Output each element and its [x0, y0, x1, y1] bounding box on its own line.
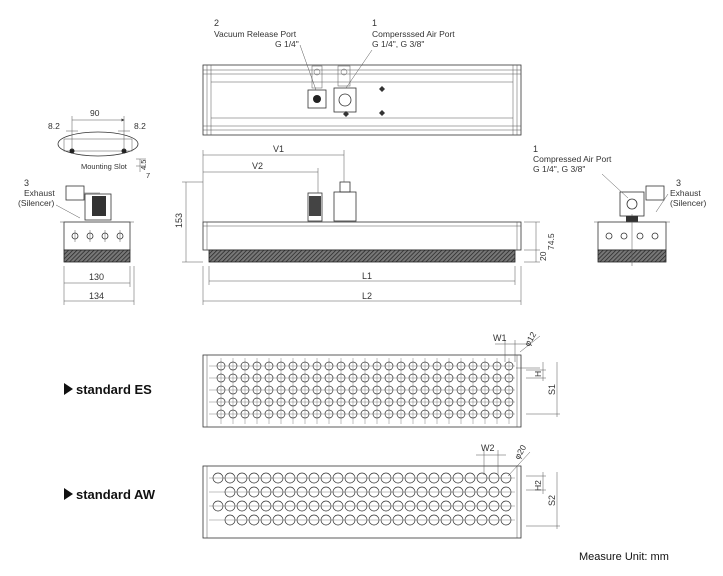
es-hole-grid: [209, 358, 515, 424]
exhaust-left-number: 3: [24, 178, 29, 188]
dim-V1: V1: [273, 144, 284, 154]
compressed-port-top-size: G 1/4", G 3/8": [372, 39, 424, 49]
exhaust-left-name: Exhaust: [24, 188, 55, 198]
aw-hole-grid: [209, 472, 515, 526]
exhaust-right-name: Exhaust: [670, 188, 701, 198]
aw-plate: [202, 450, 560, 539]
dim-8-2-left: 8.2: [48, 121, 60, 131]
dim-H: H: [533, 371, 543, 377]
dim-90: 90: [90, 108, 100, 118]
compressed-port-right-size: G 1/4", G 3/8": [533, 164, 585, 174]
compressed-port-top-number: 1: [372, 18, 377, 28]
compressed-port-right-number: 1: [533, 144, 538, 154]
dim-74-5: 74.5: [546, 233, 556, 250]
standard-aw-text: standard AW: [76, 487, 156, 502]
exhaust-right-number: 3: [676, 178, 681, 188]
dim-134: 134: [89, 291, 104, 301]
dim-20: 20: [538, 251, 548, 261]
front-view: [182, 150, 540, 305]
dim-phi20: φ20: [512, 443, 528, 461]
dim-130: 130: [89, 272, 104, 282]
vacuum-port-size: G 1/4": [275, 39, 299, 49]
measure-unit: Measure Unit: mm: [579, 551, 669, 563]
exhaust-left-sub: (Silencer): [18, 198, 55, 208]
dim-7: 7: [146, 171, 150, 180]
top-view: [202, 44, 522, 136]
dim-S1: S1: [547, 384, 557, 395]
vacuum-port-name: Vacuum Release Port: [214, 29, 297, 39]
dim-S2: S2: [547, 495, 557, 506]
dim-L1: L1: [362, 271, 372, 281]
dim-phi12: φ12: [522, 330, 538, 348]
mounting-slot-detail: [57, 116, 146, 172]
vacuum-port-number: 2: [214, 18, 219, 28]
dim-H2: H2: [533, 480, 543, 491]
dim-V2: V2: [252, 161, 263, 171]
right-side-view: [594, 185, 670, 266]
compressed-port-right-name: Compressed Air Port: [533, 154, 612, 164]
exhaust-right-sub: (Silencer): [670, 198, 707, 208]
dim-153: 153: [174, 213, 184, 228]
standard-es-label: standard ES: [64, 382, 152, 397]
vacuum-release-port: [307, 89, 327, 109]
dim-4-5: 4.5: [139, 160, 148, 170]
standard-es-text: standard ES: [76, 382, 152, 397]
dim-8-2-right: 8.2: [134, 121, 146, 131]
dim-W2: W2: [481, 443, 495, 453]
left-side-view: [60, 185, 135, 305]
dim-W1: W1: [493, 333, 507, 343]
standard-aw-label: standard AW: [64, 487, 156, 502]
es-plate: [202, 335, 560, 428]
compressed-port-top-name: Compersssed Air Port: [372, 29, 455, 39]
compressed-air-port: [333, 87, 357, 113]
dim-L2: L2: [362, 291, 372, 301]
mounting-slot-label: Mounting Slot: [81, 162, 128, 171]
